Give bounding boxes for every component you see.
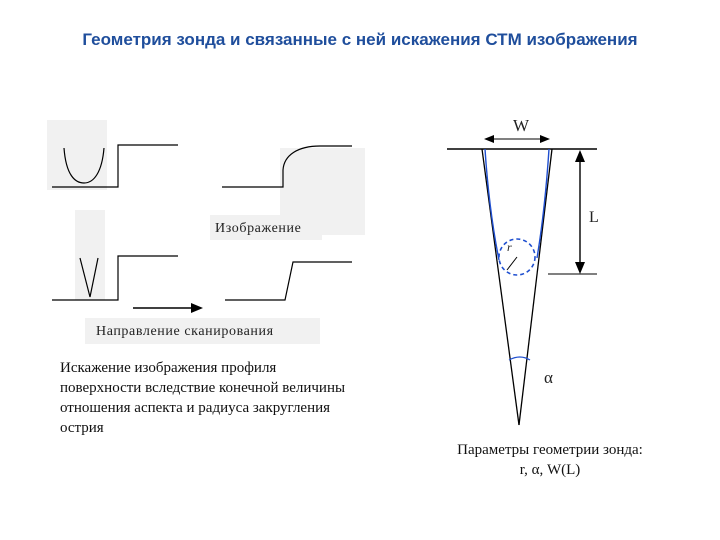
taper-right-blue	[536, 148, 550, 259]
length-label: L	[589, 209, 599, 226]
scan-direction-label: Направление сканирования	[96, 324, 274, 339]
angle-label: α	[544, 368, 553, 387]
round-tip-probe	[63, 147, 105, 184]
width-dimension-arrow	[484, 135, 550, 143]
image-label: Изображение	[215, 221, 302, 236]
parameters-caption-line1: Параметры геометрии зонда:	[457, 442, 643, 458]
parameters-caption-line2: r, α, W(L)	[519, 462, 581, 478]
radius-label: r	[507, 240, 512, 254]
probe-right-edge	[518, 148, 553, 426]
image-profile-step-1	[222, 145, 352, 188]
slide-title: Геометрия зонда и связанные с ней искаже…	[82, 30, 638, 49]
radius-line	[506, 256, 518, 271]
distortion-caption: Искажение изображения профиля поверхност…	[60, 360, 346, 436]
scan-direction-arrow	[133, 303, 203, 313]
angle-arc	[508, 356, 531, 361]
length-dimension-arrow	[575, 150, 585, 274]
probe-geometry	[447, 148, 597, 426]
taper-left-blue	[484, 148, 500, 261]
scan-backgrounds	[47, 120, 365, 344]
tip-radius-circle	[498, 238, 536, 276]
surface-profile-step-2	[52, 255, 178, 301]
image-profile-step-2	[225, 261, 352, 301]
parameters-caption: Параметры геометрии зонда: r, α, W(L)	[430, 440, 670, 480]
width-label: W	[513, 116, 530, 135]
surface-profile-step-1	[52, 144, 178, 188]
probe-left-edge	[481, 148, 520, 426]
sharp-tip-probe	[79, 257, 99, 298]
